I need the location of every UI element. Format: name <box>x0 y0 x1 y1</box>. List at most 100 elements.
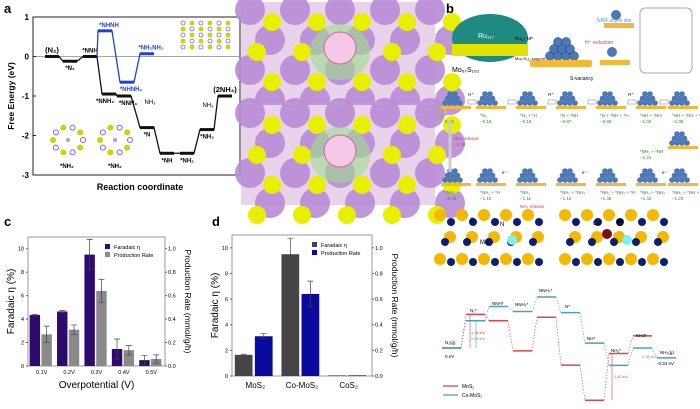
atom <box>52 144 59 151</box>
ru-atom <box>569 95 576 102</box>
connector <box>531 296 538 312</box>
ru-atom <box>477 100 483 106</box>
step-label: *NNH₂ <box>96 99 114 105</box>
release-label: NH₃ release <box>454 136 479 141</box>
connector <box>531 317 538 351</box>
step-label: *NNH <box>82 49 97 55</box>
y-tick-label: 4 <box>225 323 228 329</box>
inset-lattice-atom <box>216 38 222 44</box>
charge-density-render-top <box>235 0 465 121</box>
atom-label-co: Co <box>593 221 601 227</box>
ru-atom <box>532 177 538 183</box>
arrow-icon <box>547 99 558 105</box>
state-label: *N₂ + *H <box>520 113 537 118</box>
ru-atom <box>609 172 616 179</box>
ru-atom <box>637 100 643 106</box>
s-atom <box>559 253 571 265</box>
gap-label: 1.82 eV <box>614 374 628 379</box>
adsorbate-cloud <box>323 31 357 65</box>
mo-atom <box>660 258 668 266</box>
y-tick-label: 0 <box>25 53 30 62</box>
ru-atom <box>524 95 531 102</box>
ru-atom <box>674 140 680 146</box>
mo-atom <box>280 0 310 25</box>
state-energy: −1.12 <box>560 196 572 201</box>
np-label: Ru₁₁₇ NP <box>515 36 533 41</box>
inset-lattice-atom <box>207 26 213 32</box>
bar-production-rate <box>123 350 135 366</box>
ru-atom <box>669 140 675 146</box>
catalyst-icon <box>441 168 471 186</box>
step-label: NNH₃* <box>539 288 553 293</box>
ru-atom <box>454 95 461 102</box>
ru-atom <box>557 100 563 106</box>
ru-atom <box>444 172 451 179</box>
connector <box>555 296 562 313</box>
y-axis-label: Free Energy (eV) <box>6 62 16 130</box>
error-bar <box>31 314 38 316</box>
ru-atom <box>492 100 498 106</box>
step-label: NH₃(g) <box>660 350 674 355</box>
atom <box>99 129 106 136</box>
catalyst-icon <box>596 91 626 109</box>
support-bar <box>600 60 630 65</box>
y-tick-label: 2 <box>225 348 228 354</box>
bar-faradaic <box>84 254 95 366</box>
y2-tick-label: 0.6 <box>168 294 176 300</box>
inset-lattice-atom <box>189 26 195 32</box>
ru-atom <box>647 100 653 106</box>
ru-atom <box>527 100 533 106</box>
state-label: *N + *NH <box>560 113 578 118</box>
s-atom <box>263 116 281 134</box>
ru-atom <box>564 95 571 102</box>
ru-atom <box>447 177 453 183</box>
h-plus-label: H⁺ <box>548 92 554 97</box>
ru-atom <box>674 131 680 137</box>
s-atom <box>353 73 371 91</box>
mo-atom <box>654 238 662 246</box>
legend-swatch <box>312 242 317 247</box>
s-atom <box>581 209 593 221</box>
ru-atom <box>559 95 566 102</box>
ru-atom <box>492 177 498 183</box>
state-energy: −0.75 <box>445 196 457 201</box>
ru-atom <box>679 131 685 137</box>
ru-atom <box>681 135 688 142</box>
legend-swatch <box>105 252 110 257</box>
legend-label: Faradaic η <box>114 245 140 251</box>
y-tick-label: 10 <box>222 246 228 252</box>
s-atom <box>625 209 637 221</box>
atom <box>50 137 56 143</box>
mo-atom <box>415 0 445 25</box>
h-reduction-label: H⁺ reduction <box>585 40 613 46</box>
state-label: *NH₂ + *NH₂ <box>640 190 665 195</box>
y2-tick-label: 1.0 <box>168 247 176 253</box>
inset-lattice-atom <box>225 32 231 38</box>
catalyst-icon <box>516 168 546 186</box>
state-label: *NH₂ + *H <box>480 190 500 195</box>
connector <box>651 347 658 358</box>
ru-site <box>607 47 617 57</box>
ru-atom <box>671 95 678 102</box>
ru-atom <box>642 168 648 174</box>
y2-tick-label: 0.0 <box>375 374 383 380</box>
atom <box>52 129 59 136</box>
x-tick-label: MoS₂ <box>246 381 266 390</box>
atom-label-mo: Mo <box>480 240 489 246</box>
x-tick-label: 0.1V <box>36 370 48 376</box>
mo-atom <box>594 218 602 226</box>
mo-atom <box>513 218 521 226</box>
n-atom <box>507 235 517 245</box>
ru-atom <box>484 95 491 102</box>
ru-atom <box>482 91 488 97</box>
support-bar <box>596 106 626 109</box>
s-atom <box>456 209 468 221</box>
ru-atom <box>442 100 448 106</box>
ru-atom <box>637 177 643 183</box>
ru-atom <box>604 95 611 102</box>
inset-lattice-atom <box>207 44 213 50</box>
mo-atom <box>235 158 265 188</box>
mo-atom <box>235 55 265 85</box>
support-bar <box>556 106 586 109</box>
x-tick-label: 0.2V <box>63 370 75 376</box>
